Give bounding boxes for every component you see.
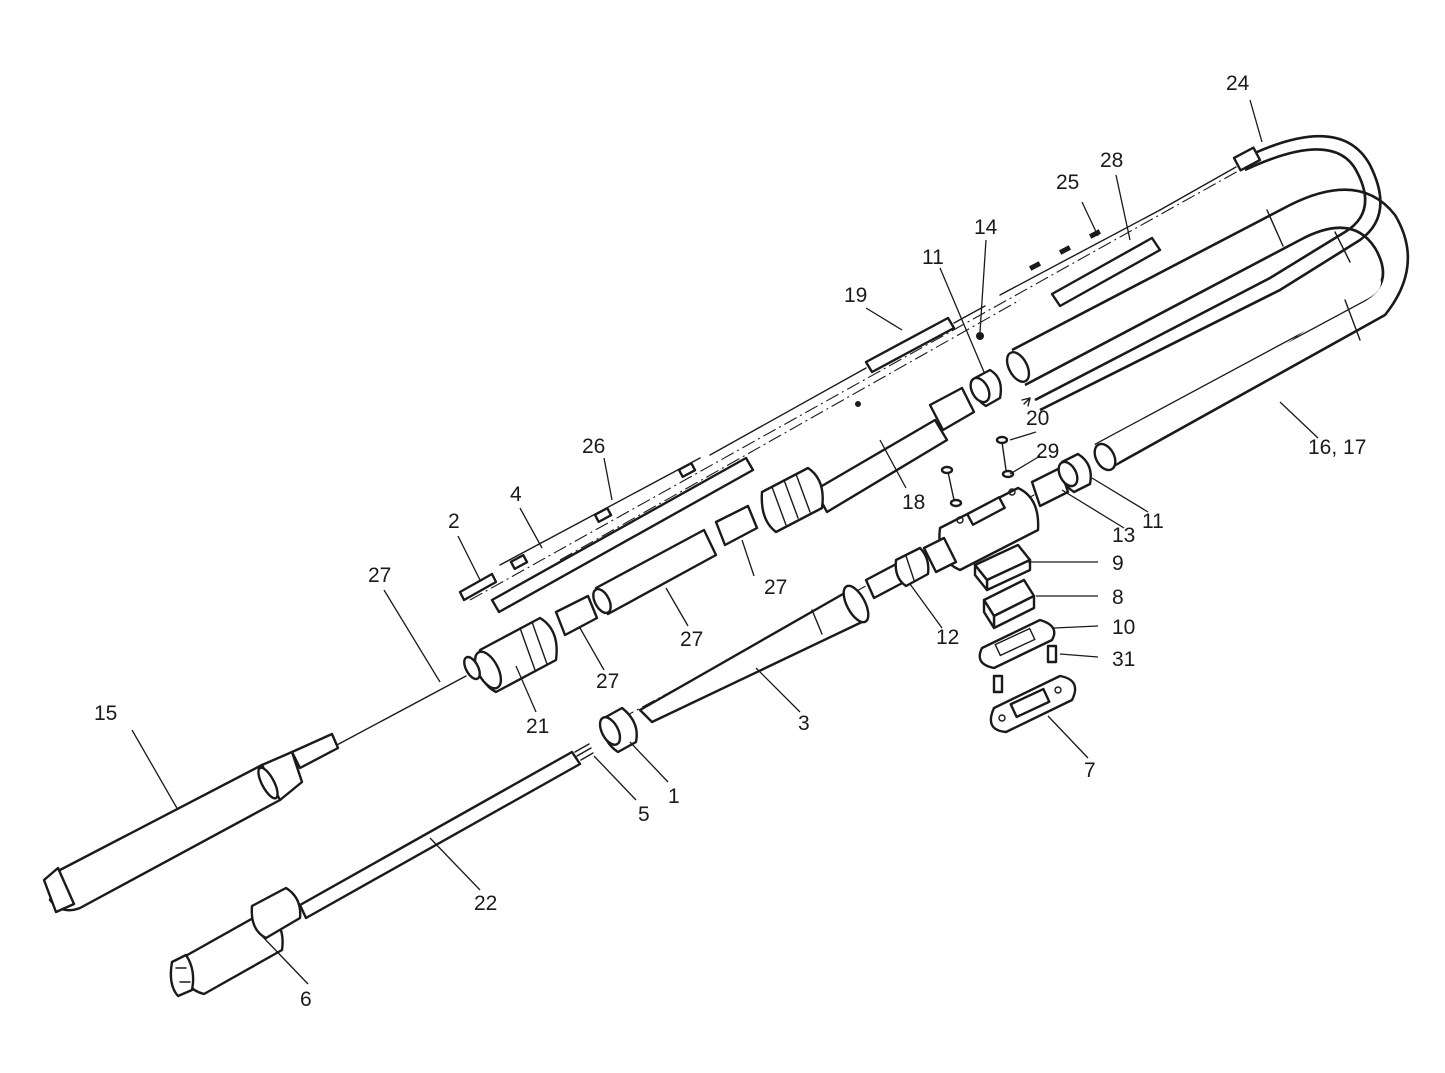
callout-7: 7 [1084, 759, 1096, 782]
callout-31: 31 [1112, 648, 1135, 671]
vibrator-head-16-17 [42, 732, 340, 914]
callout-19: 19 [844, 284, 867, 307]
callout-11-lower: 11 [1142, 510, 1164, 533]
callout-14: 13 [1112, 524, 1135, 547]
callout-30: 29 [1036, 440, 1059, 463]
callout-8: 8 [1112, 586, 1124, 609]
callout-22: 22 [474, 892, 497, 915]
callout-5: 5 [638, 803, 650, 826]
ball-12 [976, 332, 984, 340]
callout-2: 2 [448, 510, 460, 533]
gasket-10 [978, 618, 1056, 670]
callout-4: 4 [510, 483, 522, 506]
sleeve-3 [638, 584, 870, 724]
wire-23 [334, 675, 467, 747]
callout-27-lower: 27 [596, 670, 619, 693]
cover-7 [989, 674, 1077, 734]
callout-12: 14 [974, 216, 998, 239]
callout-6: 6 [300, 988, 312, 1011]
callout-3: 3 [798, 712, 810, 735]
screw-lower [940, 465, 963, 508]
ring-11-upper [969, 368, 1003, 408]
leader-lines [131, 99, 1319, 985]
callout-21: 21 [526, 715, 549, 738]
pins-26 [499, 457, 701, 571]
cable-24 [1021, 134, 1382, 412]
rod-4 [490, 456, 755, 614]
shaft-18 [760, 386, 976, 534]
hose-15 [1005, 188, 1410, 472]
callout-1: 1 [668, 785, 680, 808]
callout-11-upper: 11 [922, 246, 944, 269]
coupling-21 [463, 616, 558, 694]
callout-27-upper: 27 [764, 576, 787, 599]
callout-13: 12 [936, 626, 959, 649]
plug-6 [169, 886, 302, 998]
callout-9: 9 [1112, 552, 1124, 575]
callout-10: 10 [1112, 616, 1135, 639]
coupling-13 [864, 546, 930, 600]
switch-housing-14 [922, 466, 1070, 574]
sleeve-27-lower [554, 594, 599, 637]
ring-11-lower [1057, 452, 1092, 494]
callout-23: 27 [368, 564, 391, 587]
pins-25 [999, 209, 1161, 296]
switch-block-9 [973, 543, 1032, 592]
callout-15: 16, 17 [1308, 436, 1366, 459]
rod-29 [1050, 236, 1162, 308]
callouts: 24 28 25 14 11 19 16, 17 20 29 18 13 11 … [94, 72, 1366, 1011]
switch-block-8 [982, 578, 1036, 630]
callout-29: 28 [1100, 149, 1123, 172]
pin-31 [992, 644, 1058, 694]
callout-28: 27 [680, 628, 703, 651]
callout-25: 25 [1056, 171, 1079, 194]
callout-24: 24 [1226, 72, 1250, 95]
callout-26: 26 [582, 435, 605, 458]
strip-19 [709, 305, 986, 456]
callout-18: 18 [902, 491, 925, 514]
pin-2 [458, 572, 498, 602]
callout-16-17: 15 [94, 702, 117, 725]
sleeve-27-upper [714, 504, 759, 547]
cable-22 [298, 750, 582, 920]
tube-28 [592, 528, 718, 616]
wire-ends-5 [574, 743, 594, 761]
screw-20 [995, 435, 1015, 479]
ring-1 [598, 706, 638, 754]
callout-20: 20 [1026, 407, 1049, 430]
